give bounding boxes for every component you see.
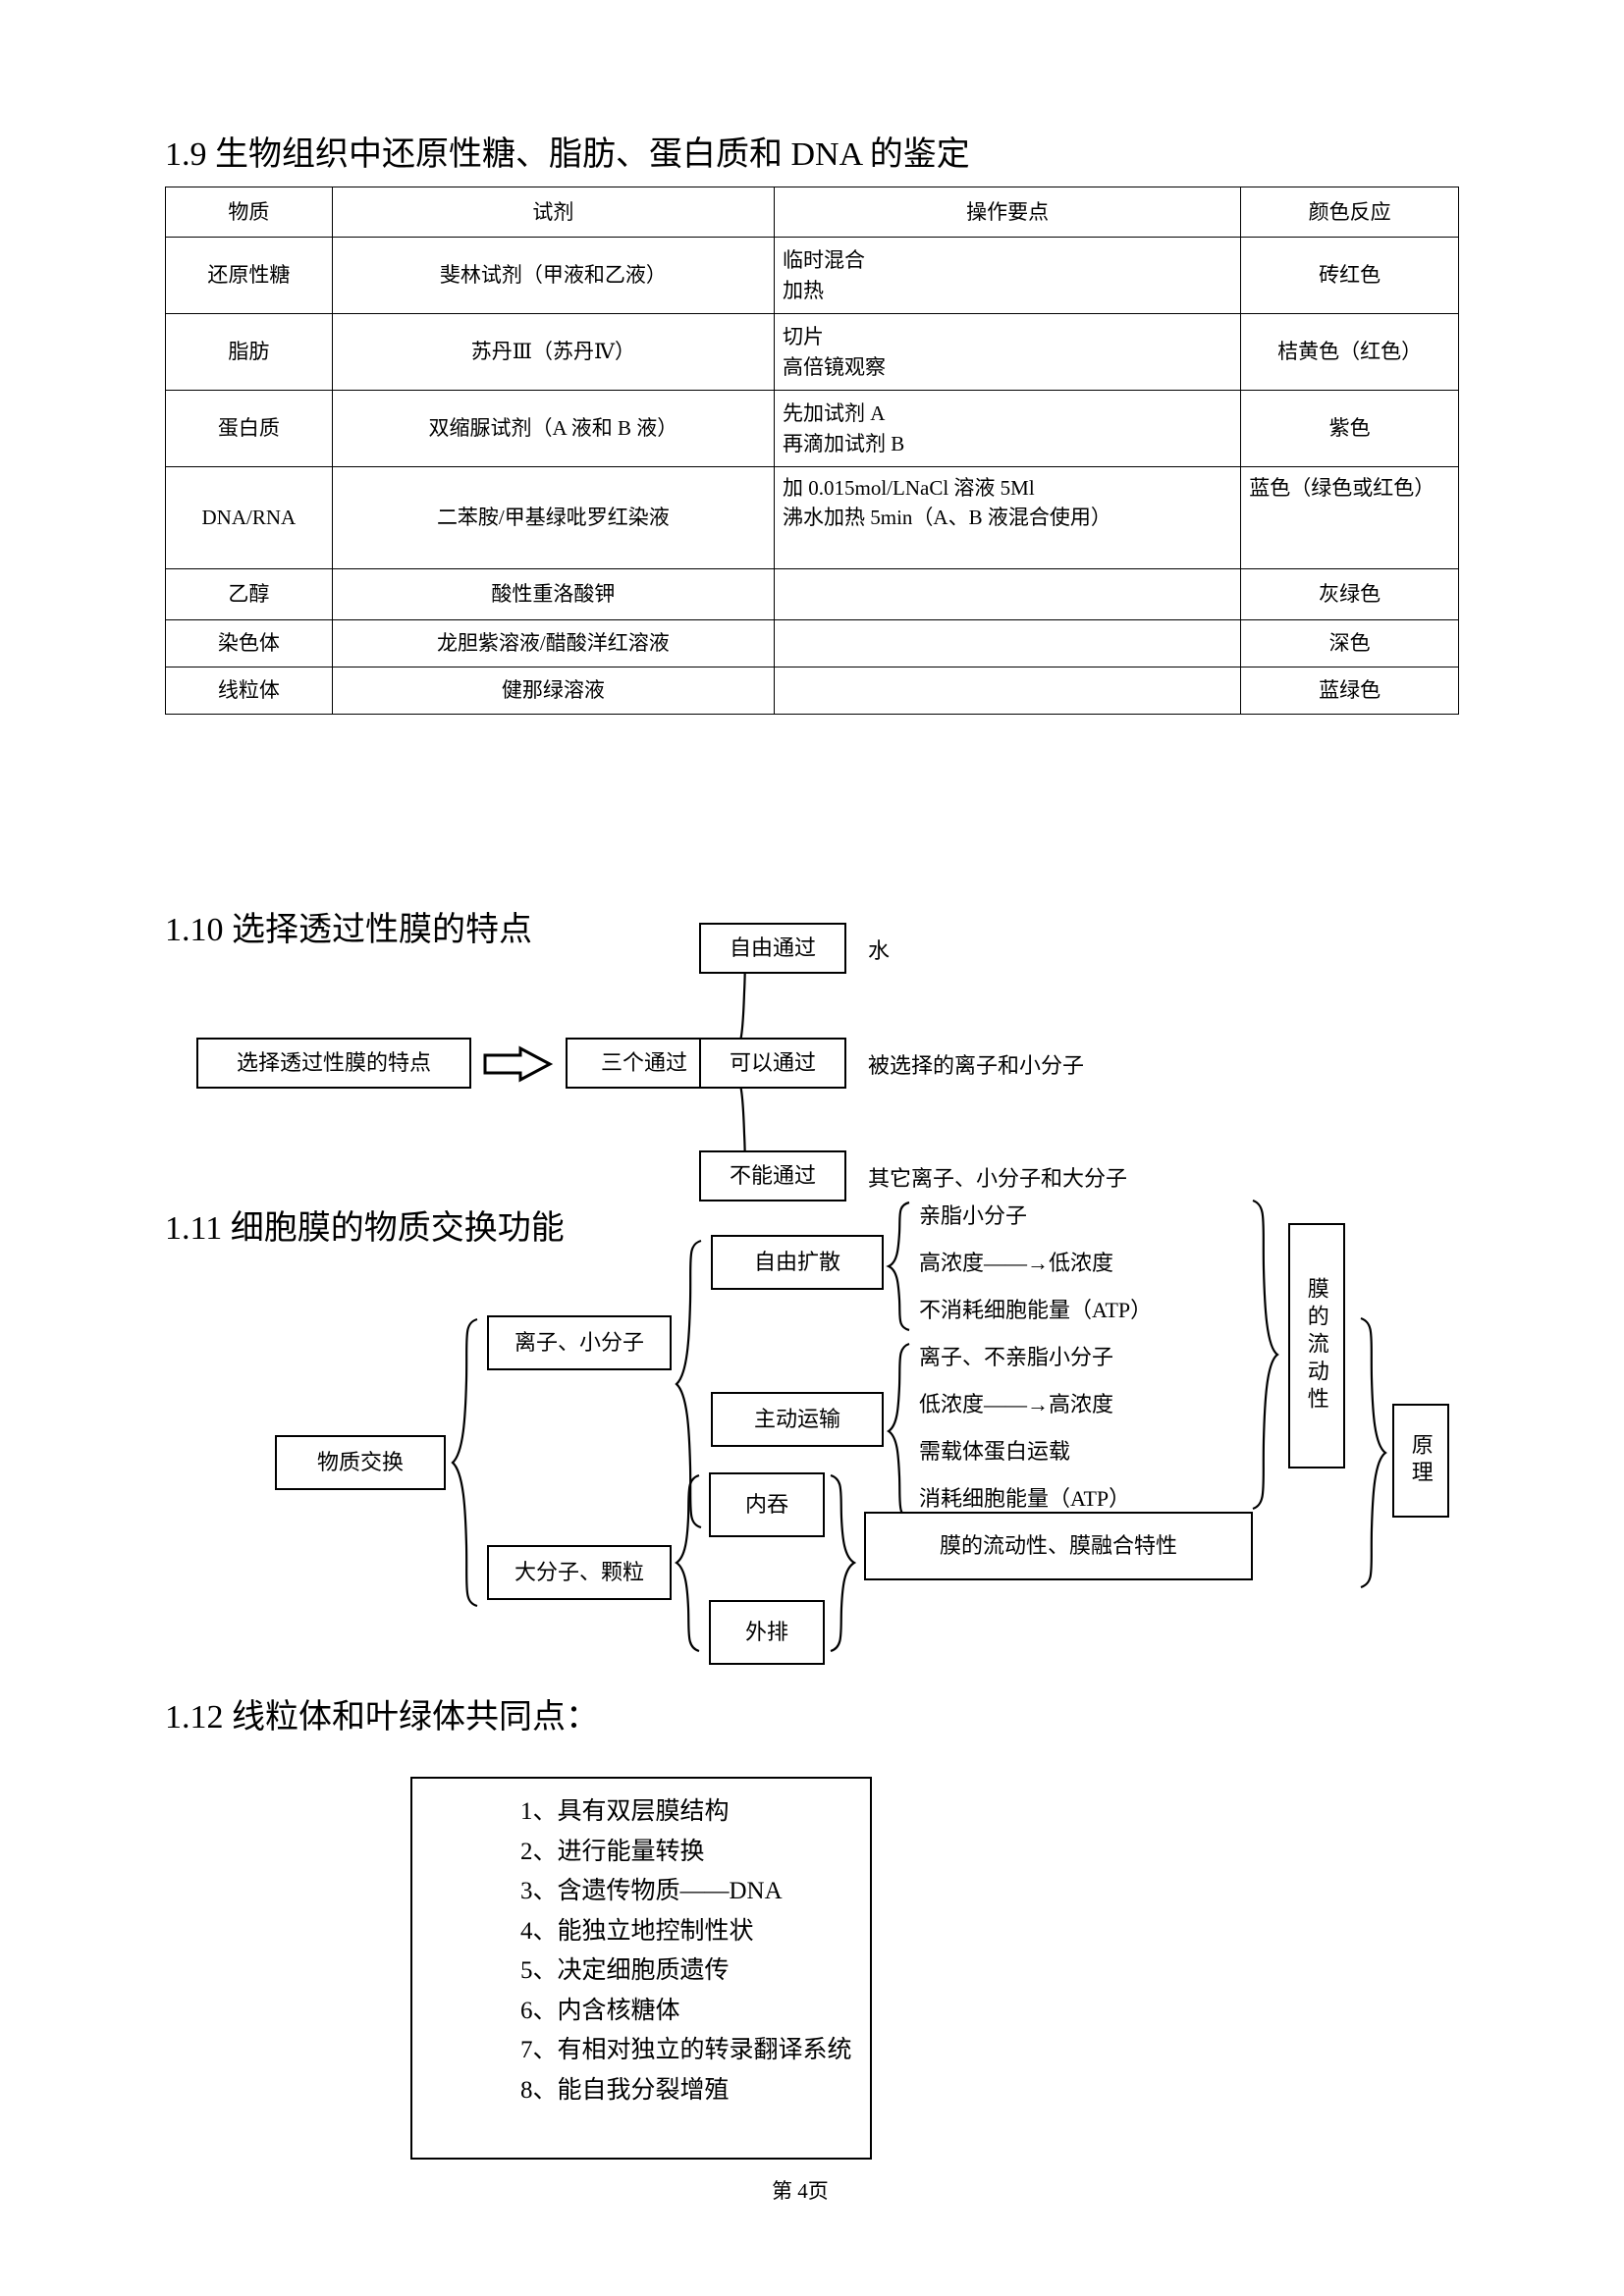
fluidity-brace [1252,1199,1279,1511]
active-transport-line-3: 需载体蛋白运载 [919,1439,1071,1464]
cell-color: 砖红色 [1240,237,1459,314]
table-row: 脂肪 苏丹Ⅲ（苏丹Ⅳ） 切片 高倍镜观察 桔黄色（红色） [165,313,1459,391]
list-item: 6、内含核糖体 [520,1997,680,2024]
cell-color: 桔黄色（红色） [1240,313,1459,391]
three-pass-hub-box: 三个通过 [566,1038,723,1089]
active-transport-brace [887,1342,910,1522]
macromolecules-particles-box: 大分子、颗粒 [487,1545,672,1600]
cell-substance: DNA/RNA [165,466,333,569]
cell-substance: 脂肪 [165,313,333,391]
active-transport-box: 主动运输 [711,1392,884,1447]
column-header-color: 颜色反应 [1240,187,1459,238]
list-item: 8、能自我分裂增殖 [520,2076,730,2104]
operation-line: 先加试剂 A [783,401,886,426]
table-row: 染色体 龙胆紫溶液/醋酸洋红溶液 深色 [165,619,1459,667]
common-points-box: 1、具有双层膜结构 2、进行能量转换 3、含遗传物质——DNA 4、能独立地控制… [410,1777,872,2160]
free-diffusion-line-1: 亲脂小分子 [919,1203,1028,1228]
principle-box: 原理 [1392,1404,1449,1518]
free-pass-note: 水 [868,938,891,963]
cell-substance: 乙醇 [165,568,333,620]
cell-substance: 线粒体 [165,667,333,715]
cell-color: 紫色 [1240,390,1459,467]
list-item: 7、有相对独立的转录翻译系统 [520,2037,852,2063]
cell-reagent: 二苯胺/甲基绿吡罗红染液 [331,466,776,569]
cell-operation: 切片 高倍镜观察 [774,313,1242,391]
membrane-fluidity-box: 膜的流动性 [1288,1223,1345,1468]
cell-substance: 染色体 [165,619,333,667]
operation-line: 再滴加试剂 B [783,431,905,455]
common-points-list: 1、具有双层膜结构 2、进行能量转换 3、含遗传物质——DNA 4、能独立地控制… [412,1792,870,2110]
free-pass-box: 自由通过 [699,923,846,974]
cell-operation [774,568,1242,620]
root-brace-1-11 [451,1317,478,1608]
operation-line: 加热 [783,278,825,302]
section-heading-1-9: 1.9 生物组织中还原性糖、脂肪、蛋白质和 DNA 的鉴定 [165,136,970,173]
cell-operation: 加 0.015mol/LNaCl 溶液 5Ml 沸水加热 5min（A、B 液混… [774,466,1242,569]
cell-reagent: 苏丹Ⅲ（苏丹Ⅳ） [331,313,776,391]
cannot-pass-note: 其它离子、小分子和大分子 [868,1166,1128,1191]
exocytosis-box: 外排 [709,1600,825,1665]
cannot-pass-box: 不能通过 [699,1150,846,1201]
cell-reagent: 双缩脲试剂（A 液和 B 液） [331,390,776,467]
can-pass-box: 可以通过 [699,1038,846,1089]
page-footer: 第 4页 [772,2179,829,2203]
operation-line: 加 0.015mol/LNaCl 溶液 5Ml [783,476,1035,500]
free-diffusion-brace [886,1201,910,1332]
list-item: 2、进行能量转换 [520,1838,705,1865]
column-header-substance: 物质 [165,187,333,238]
macromolecule-brace [675,1473,700,1653]
cell-reagent: 健那绿溶液 [331,667,776,715]
operation-line: 沸水加热 5min（A、B 液混合使用） [783,506,1111,530]
membrane-property-brace [830,1473,857,1653]
cell-color: 蓝绿色 [1240,667,1459,715]
active-transport-line-2: 低浓度——→高浓度 [919,1392,1114,1416]
section-heading-1-10: 1.10 选择透过性膜的特点 [165,912,532,948]
cell-reagent: 酸性重洛酸钾 [331,568,776,620]
cell-color: 蓝色（绿色或红色） [1240,466,1459,569]
principle-brace [1360,1316,1387,1589]
section-heading-1-12: 1.12 线粒体和叶绿体共同点： [165,1699,599,1735]
selective-permeability-root-box: 选择透过性膜的特点 [196,1038,471,1089]
table-row: 还原性糖 斐林试剂（甲液和乙液） 临时混合 加热 砖红色 [165,237,1459,314]
list-item: 3、含遗传物质——DNA [520,1878,783,1904]
cell-reagent: 龙胆紫溶液/醋酸洋红溶液 [331,619,776,667]
list-item: 5、决定细胞质遗传 [520,1957,730,1984]
column-header-reagent: 试剂 [331,187,776,238]
table-header-row: 物质 试剂 操作要点 颜色反应 [165,187,1459,238]
free-diffusion-line-3: 不消耗细胞能量（ATP） [919,1298,1153,1322]
cell-reagent: 斐林试剂（甲液和乙液） [331,237,776,314]
membrane-property-box: 膜的流动性、膜融合特性 [864,1512,1253,1580]
table-row: DNA/RNA 二苯胺/甲基绿吡罗红染液 加 0.015mol/LNaCl 溶液… [165,466,1459,569]
operation-line: 临时混合 [783,248,866,273]
identification-table: 物质 试剂 操作要点 颜色反应 还原性糖 斐林试剂（甲液和乙液） 临时混合 加热… [165,187,1459,715]
table-row: 乙醇 酸性重洛酸钾 灰绿色 [165,568,1459,620]
identification-table-wrapper: 物质 试剂 操作要点 颜色反应 还原性糖 斐林试剂（甲液和乙液） 临时混合 加热… [165,187,1459,715]
cell-operation [774,667,1242,715]
endocytosis-box: 内吞 [709,1472,825,1537]
active-transport-line-1: 离子、不亲脂小分子 [919,1345,1114,1369]
cell-operation: 先加试剂 A 再滴加试剂 B [774,390,1242,467]
section-heading-1-11: 1.11 细胞膜的物质交换功能 [165,1210,565,1247]
cell-operation: 临时混合 加热 [774,237,1242,314]
table-row: 蛋白质 双缩脲试剂（A 液和 B 液） 先加试剂 A 再滴加试剂 B 紫色 [165,390,1459,467]
active-transport-line-4: 消耗细胞能量（ATP） [919,1486,1131,1511]
operation-line: 高倍镜观察 [783,354,887,379]
hollow-arrow-icon [483,1045,554,1083]
table-row: 线粒体 健那绿溶液 蓝绿色 [165,667,1459,715]
free-diffusion-box: 自由扩散 [711,1235,884,1290]
cell-substance: 还原性糖 [165,237,333,314]
list-item: 4、能独立地控制性状 [520,1917,754,1945]
column-header-operation: 操作要点 [774,187,1242,238]
can-pass-note: 被选择的离子和小分子 [868,1053,1085,1078]
list-item: 1、具有双层膜结构 [520,1798,730,1825]
operation-line: 切片 [783,325,825,349]
material-exchange-root-box: 物质交换 [275,1435,446,1490]
cell-operation [774,619,1242,667]
ions-brace [675,1239,702,1529]
ions-small-molecules-box: 离子、小分子 [487,1315,672,1370]
cell-substance: 蛋白质 [165,390,333,467]
cell-color: 灰绿色 [1240,568,1459,620]
free-diffusion-line-2: 高浓度——→低浓度 [919,1251,1114,1275]
cell-color: 深色 [1240,619,1459,667]
